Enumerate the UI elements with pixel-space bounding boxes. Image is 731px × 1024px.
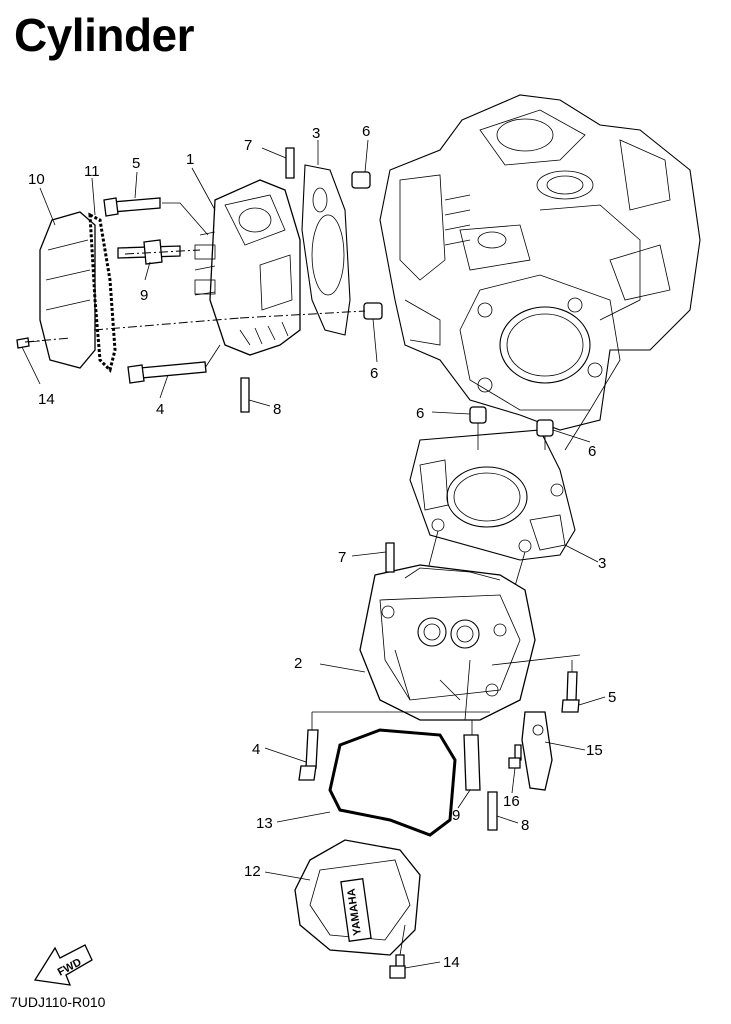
engine-block <box>379 94 701 431</box>
bolts-top <box>16 147 383 413</box>
callout-label: 3 <box>312 125 320 142</box>
callout-label: 5 <box>608 689 616 706</box>
callout-label: 16 <box>503 793 520 810</box>
callout-label: 6 <box>416 405 424 422</box>
callout-label: 6 <box>370 365 378 382</box>
callout-label: 9 <box>452 807 460 824</box>
bolts-lower <box>298 542 580 979</box>
callout-label: 2 <box>294 655 302 672</box>
callout-label: 7 <box>244 137 252 154</box>
callout-leaders <box>21 139 606 969</box>
diagram-code: 7UDJ110-R010 <box>10 994 106 1010</box>
cylinder-head-top <box>194 179 301 356</box>
callout-label: 5 <box>132 155 140 172</box>
cover-gasket-top <box>88 212 117 373</box>
callout-label: 12 <box>244 863 261 880</box>
callout-label: 4 <box>156 401 164 418</box>
cylinder-head-cover-top <box>39 211 96 369</box>
callout-label: 7 <box>338 549 346 566</box>
cylinder-head-cover-lower: YAMAHA <box>294 839 421 956</box>
callout-label: 6 <box>362 123 370 140</box>
callout-label: 8 <box>521 817 529 834</box>
callout-label: 3 <box>598 555 606 572</box>
callout-label: 1 <box>186 151 194 168</box>
callout-label: 6 <box>588 443 596 460</box>
dowel-pin-left <box>469 406 487 424</box>
callout-label: 15 <box>586 742 603 759</box>
page-title: Cylinder <box>14 9 195 61</box>
callout-label: 9 <box>140 287 148 304</box>
valve-cover-gasket-lower <box>328 728 457 837</box>
callout-label: 13 <box>256 815 273 832</box>
callout-numbers: 10 11 5 1 7 3 6 9 14 4 8 6 6 6 3 7 2 5 4… <box>28 123 616 971</box>
callout-label: 14 <box>38 391 55 408</box>
breather-plate <box>521 711 553 791</box>
head-gasket-top <box>301 164 351 336</box>
callout-label: 8 <box>273 401 281 418</box>
callout-label: 4 <box>252 741 260 758</box>
callout-label: 10 <box>28 171 45 188</box>
dowel-pin-right <box>536 419 554 437</box>
head-gasket-middle <box>409 429 576 561</box>
fwd-arrow-icon: FWD <box>33 944 93 986</box>
callout-label: 11 <box>84 163 100 180</box>
callout-label: 14 <box>443 954 460 971</box>
cylinder-head-lower <box>359 564 536 721</box>
